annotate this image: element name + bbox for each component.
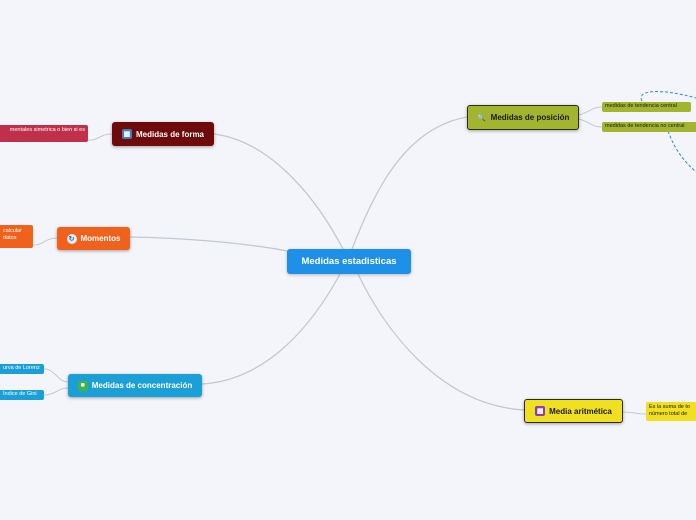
refresh-icon: ↻ xyxy=(66,233,77,244)
connector-concentracion-child-2 xyxy=(43,387,69,396)
relationship-dashed-2 xyxy=(667,130,696,173)
calculator-icon: ▦ xyxy=(535,406,546,416)
topic-media-aritmetica[interactable]: ▦ Media aritmética xyxy=(524,399,623,423)
subtopic-momentos-line-2: datos xyxy=(3,235,17,241)
connector-forma-child xyxy=(87,133,113,141)
connector-posicion-child-1 xyxy=(578,106,603,116)
leaf-icon: ■ xyxy=(77,380,88,391)
subtopic-forma-text[interactable]: mentales simetrica o bien si es xyxy=(0,125,88,142)
subtopic-tendencia-no-central[interactable]: medidas de tendencia no central xyxy=(602,122,696,132)
subtopic-tendencia-central[interactable]: medidas de tendencia central xyxy=(602,102,691,112)
subtopic-indice-de-gini[interactable]: Índice de Gini xyxy=(0,390,44,400)
connector-posicion-child-2 xyxy=(578,118,603,128)
center-topic-label: Medidas estadisticas xyxy=(301,256,397,267)
center-topic[interactable]: Medidas estadisticas xyxy=(287,249,411,274)
topic-medidas-de-posicion-label: Medidas de posición xyxy=(490,113,570,122)
subtopic-momentos-line-1: calcular xyxy=(3,228,22,234)
magnifier-icon: 🔍 xyxy=(477,114,487,122)
connector-aritmetica xyxy=(357,273,525,411)
connector-forma xyxy=(213,133,344,250)
connector-concentracion-child-1 xyxy=(43,368,69,383)
topic-momentos[interactable]: ↻ Momentos xyxy=(57,227,130,250)
topic-medidas-de-forma-label: Medidas de forma xyxy=(135,129,204,139)
topic-medidas-de-concentracion[interactable]: ■ Medidas de concentración xyxy=(68,374,202,397)
connector-concentracion xyxy=(201,273,341,385)
subtopic-aritmetica-line-1: Es la suma de to xyxy=(649,404,690,410)
subtopic-aritmetica-line-2: número total de xyxy=(649,411,688,417)
connector-aritmetica-child xyxy=(622,411,647,415)
relationship-dashed-1 xyxy=(640,91,696,102)
ruler-icon: ▦ xyxy=(121,129,132,139)
topic-medidas-de-concentracion-label: Medidas de concentración xyxy=(91,381,193,390)
subtopic-aritmetica-text[interactable]: Es la suma de to número total de xyxy=(646,402,696,421)
topic-medidas-de-forma[interactable]: ▦ Medidas de forma xyxy=(112,122,214,146)
subtopic-curva-de-lorenz[interactable]: urva de Lorenz xyxy=(0,364,44,374)
connector-momentos-child xyxy=(32,237,58,246)
subtopic-momentos-text[interactable]: calcular datos xyxy=(0,225,33,248)
topic-momentos-label: Momentos xyxy=(80,234,121,243)
topic-medidas-de-posicion[interactable]: 🔍 Medidas de posición xyxy=(467,105,579,130)
connector-posicion xyxy=(351,116,468,250)
topic-media-aritmetica-label: Media aritmética xyxy=(549,406,612,416)
connector-momentos xyxy=(129,236,288,252)
